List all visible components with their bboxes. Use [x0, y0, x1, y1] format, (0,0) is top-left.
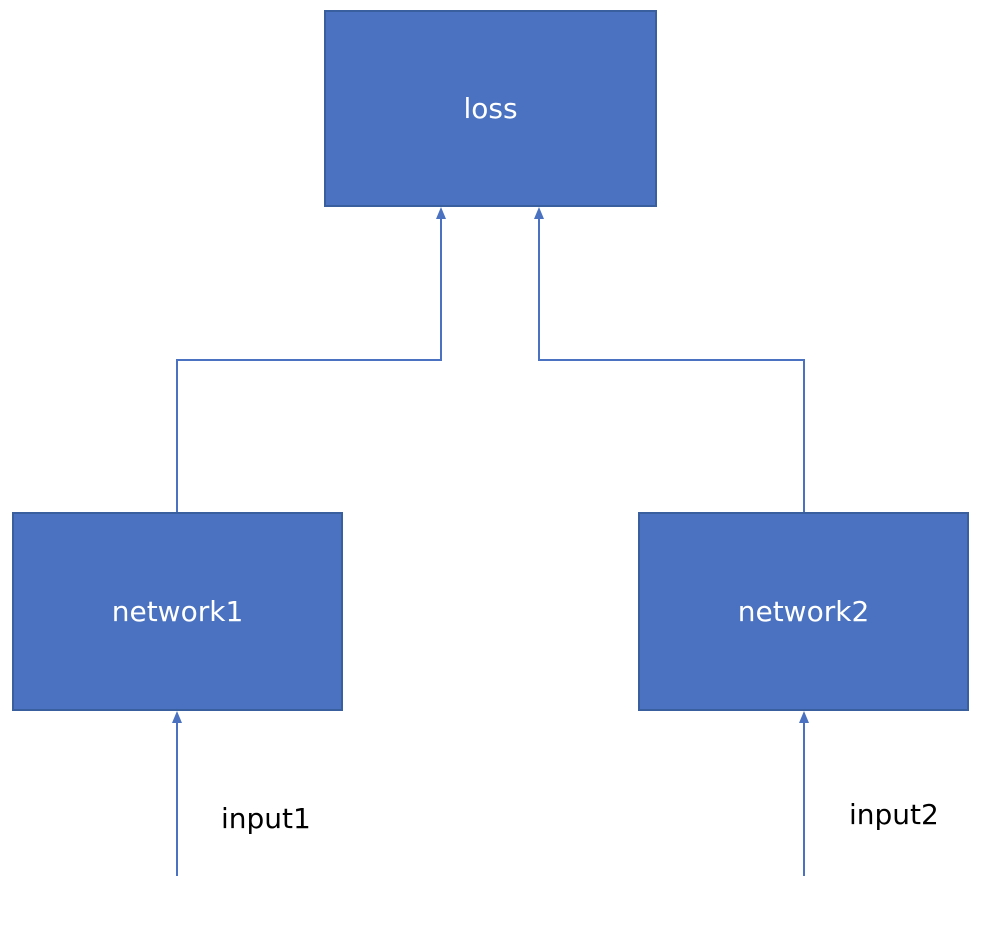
input1-label: input1 [221, 802, 311, 835]
arrowhead-loss-right [534, 207, 544, 219]
network1-label: network1 [111, 595, 244, 628]
edge-network1-to-loss [176, 216, 442, 512]
network2-label: network2 [737, 595, 870, 628]
arrowhead-network1 [172, 711, 182, 723]
arrowhead-loss-left [436, 207, 446, 219]
loss-label: loss [463, 92, 518, 125]
network1-box: network1 [12, 512, 343, 711]
loss-box: loss [324, 10, 657, 207]
edge-network2-to-loss [538, 216, 805, 512]
input2-label: input2 [849, 798, 939, 831]
arrowhead-network2 [799, 711, 809, 723]
network2-box: network2 [638, 512, 969, 711]
